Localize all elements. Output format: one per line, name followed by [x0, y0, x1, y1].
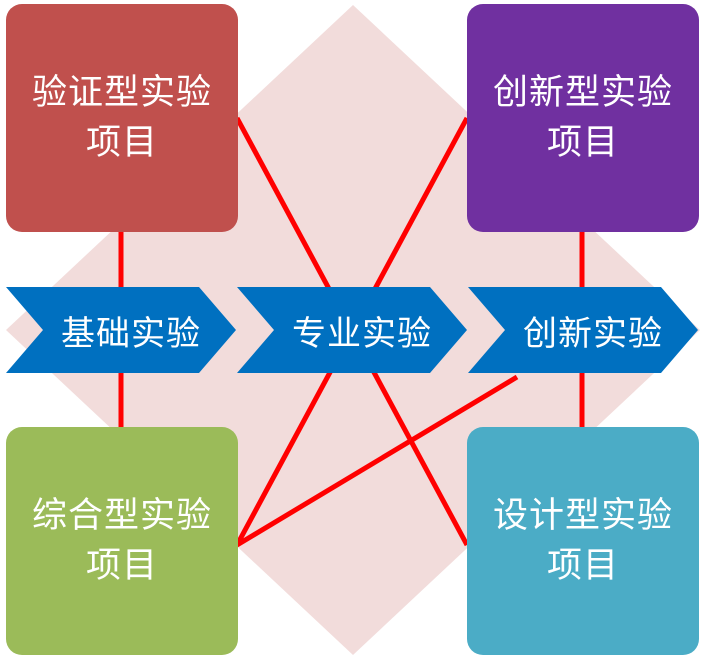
box-design-subtitle: 项目 [546, 546, 619, 586]
box-innovation-project: 创新型实验 项目 [467, 4, 699, 232]
chevron-professional [237, 287, 467, 373]
box-design-project: 设计型实验 项目 [467, 427, 699, 655]
box-integrated-project: 综合型实验 项目 [6, 427, 238, 655]
box-integrated-title: 综合型实验 [31, 496, 212, 536]
box-integrated-subtitle: 项目 [85, 546, 158, 586]
stage-label-professional: 专业实验 [292, 313, 432, 354]
box-design-title: 设计型实验 [492, 496, 673, 536]
stage-label-basic: 基础实验 [61, 313, 201, 354]
stage-label-innovation: 创新实验 [523, 313, 663, 354]
box-verification-subtitle: 项目 [85, 123, 158, 163]
connector-overlay-segment [235, 374, 519, 548]
box-innovation-title: 创新型实验 [492, 73, 673, 113]
box-verification-title: 验证型实验 [31, 73, 212, 113]
box-verification-project: 验证型实验 项目 [6, 4, 238, 232]
box-innovation-subtitle: 项目 [546, 123, 619, 163]
chevron-basic [6, 287, 236, 373]
chevron-innovation [468, 287, 698, 373]
